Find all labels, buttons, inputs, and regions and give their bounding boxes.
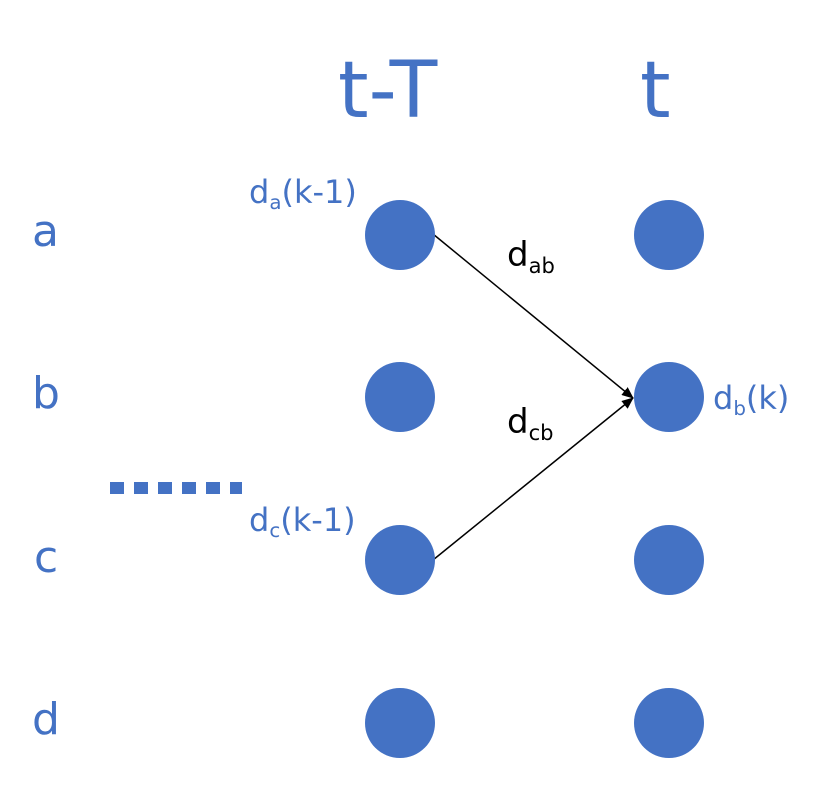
edge-c-to-b [432, 397, 634, 561]
label-dc-k-minus-1: dc(k-1) [249, 501, 356, 543]
node-c-prev [365, 525, 435, 595]
node-d-curr [634, 688, 704, 758]
node-a-curr [634, 200, 704, 270]
edge-a-to-b [432, 233, 634, 399]
node-b-curr [634, 362, 704, 432]
row-label-c: c [34, 532, 59, 583]
column-header-t-minus-T: t-T [338, 46, 438, 136]
node-a-prev [365, 200, 435, 270]
row-label-a: a [32, 206, 59, 257]
label-db-k: db(k) [713, 379, 790, 421]
edge-label-dab: dab [507, 235, 555, 278]
edge-label-dcb: dcb [507, 402, 554, 445]
row-label-d: d [32, 694, 60, 745]
row-label-b: b [32, 368, 60, 419]
ellipsis-dots [110, 482, 242, 494]
node-b-prev [365, 362, 435, 432]
node-c-curr [634, 525, 704, 595]
label-da-k-minus-1: da(k-1) [249, 173, 357, 215]
node-d-prev [365, 688, 435, 758]
column-header-t: t [640, 46, 671, 136]
